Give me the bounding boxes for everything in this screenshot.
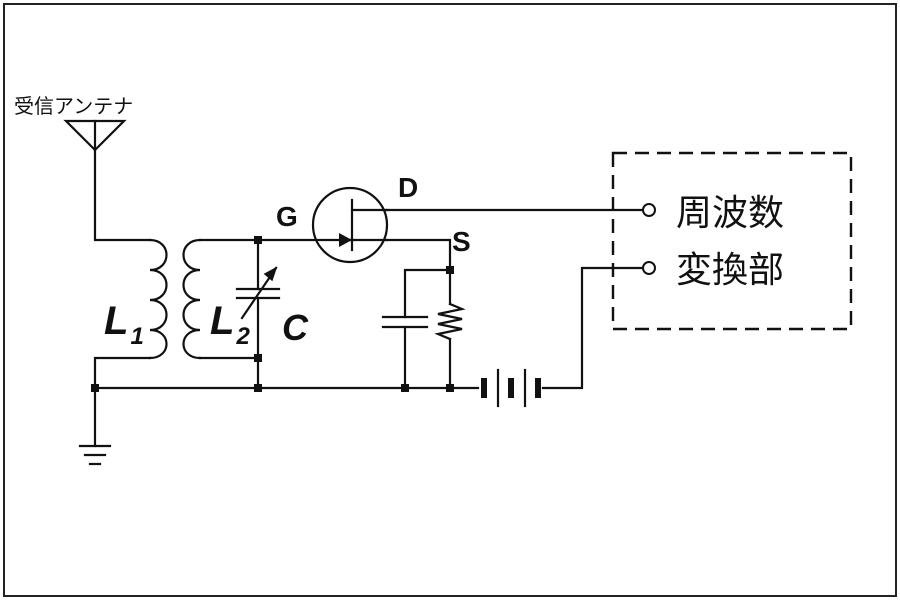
source-label: S [452, 226, 471, 257]
converter-ground-terminal [642, 261, 656, 275]
battery-to-converter-wire [541, 266, 645, 390]
l1-bottom-wire [93, 356, 152, 390]
frequency-converter-block [611, 151, 853, 331]
l1-coil [148, 238, 168, 360]
ground-symbol [78, 386, 112, 466]
bypass-capacitor [381, 268, 452, 390]
converter-label-line1: 周波数 [676, 193, 784, 234]
converter-label-line2: 変換部 [676, 250, 784, 291]
junction-dots [91, 236, 454, 392]
source-resistor [434, 268, 466, 390]
source-wire [385, 238, 452, 272]
drain-label: D [398, 172, 418, 203]
diagram-frame [3, 3, 897, 597]
converter-input-terminal [642, 203, 656, 217]
fet-transistor [311, 186, 389, 264]
variable-capacitor [235, 238, 281, 390]
antenna-symbol [63, 119, 127, 152]
l2-label: L2 [210, 299, 250, 350]
l2-coil [182, 238, 202, 360]
antenna-label: 受信アンテナ [14, 94, 133, 118]
l1-label: L1 [104, 299, 144, 350]
gate-label: G [276, 201, 298, 232]
capacitor-label: C [282, 307, 309, 348]
battery [481, 368, 541, 408]
antenna-lead-wire [93, 148, 152, 242]
